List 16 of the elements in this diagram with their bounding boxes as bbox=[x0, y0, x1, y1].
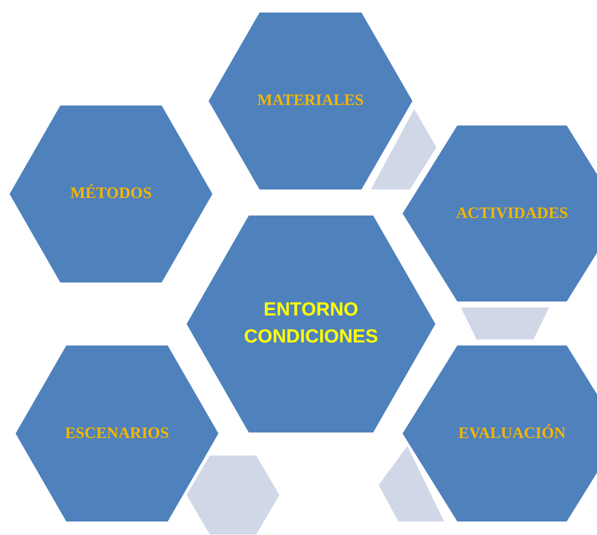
hexagon-label: EVALUACIÓN bbox=[457, 424, 567, 442]
hexagon-shape bbox=[402, 125, 597, 302]
hexagon-shape bbox=[208, 12, 413, 190]
hexagon-label: MÉTODOS bbox=[69, 185, 153, 203]
hexagon-label: ACTIVIDADES bbox=[454, 204, 570, 222]
hexagon-shape bbox=[15, 345, 219, 522]
hexagon-label: ESCENARIOS bbox=[64, 424, 170, 442]
hexagon-shape bbox=[460, 307, 550, 340]
hexagon-shape bbox=[402, 345, 597, 522]
hexagon-shape bbox=[9, 105, 213, 283]
hexagon-shape bbox=[370, 108, 437, 190]
hexagon-shape bbox=[186, 455, 280, 535]
hexagon-label: ENTORNO CONDICIONES bbox=[242, 298, 380, 349]
hexagon-shape bbox=[378, 445, 445, 522]
hexagon-shape bbox=[186, 215, 436, 433]
hexagon-label: MATERIALES bbox=[256, 92, 365, 110]
